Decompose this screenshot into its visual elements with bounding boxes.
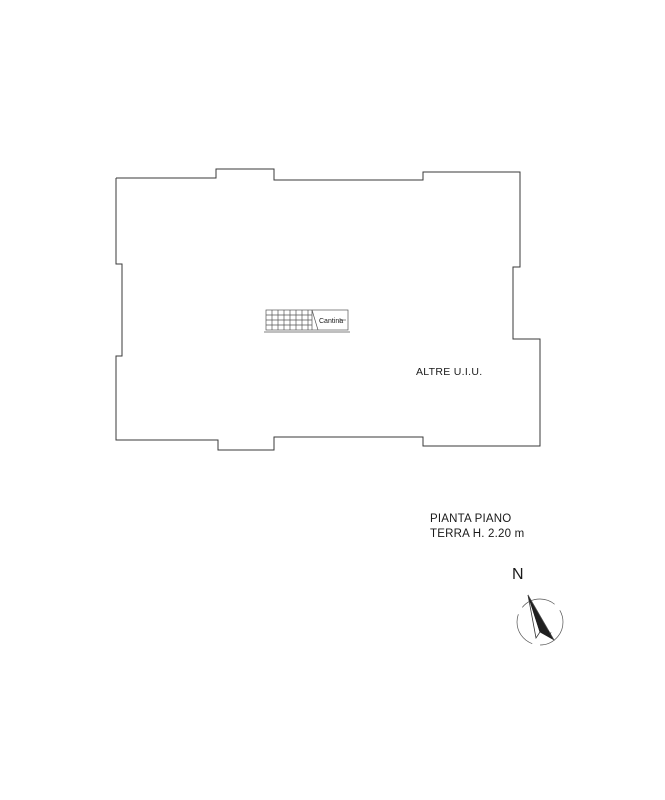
staircase: Cantina bbox=[264, 309, 350, 333]
caption-line-1: PIANTA PIANO bbox=[430, 513, 512, 525]
north-label: N bbox=[512, 566, 524, 583]
north-arrow-icon: N bbox=[516, 594, 564, 646]
area-label: ALTRE U.I.U. bbox=[416, 366, 482, 378]
caption-line-2: TERRA H. 2.20 m bbox=[430, 528, 525, 540]
plan-caption: PIANTA PIANO TERRA H. 2.20 m bbox=[430, 512, 524, 542]
compass-needle-label: N bbox=[545, 631, 552, 638]
building-outline bbox=[115, 168, 541, 451]
stair-label: Cantina bbox=[319, 318, 343, 325]
